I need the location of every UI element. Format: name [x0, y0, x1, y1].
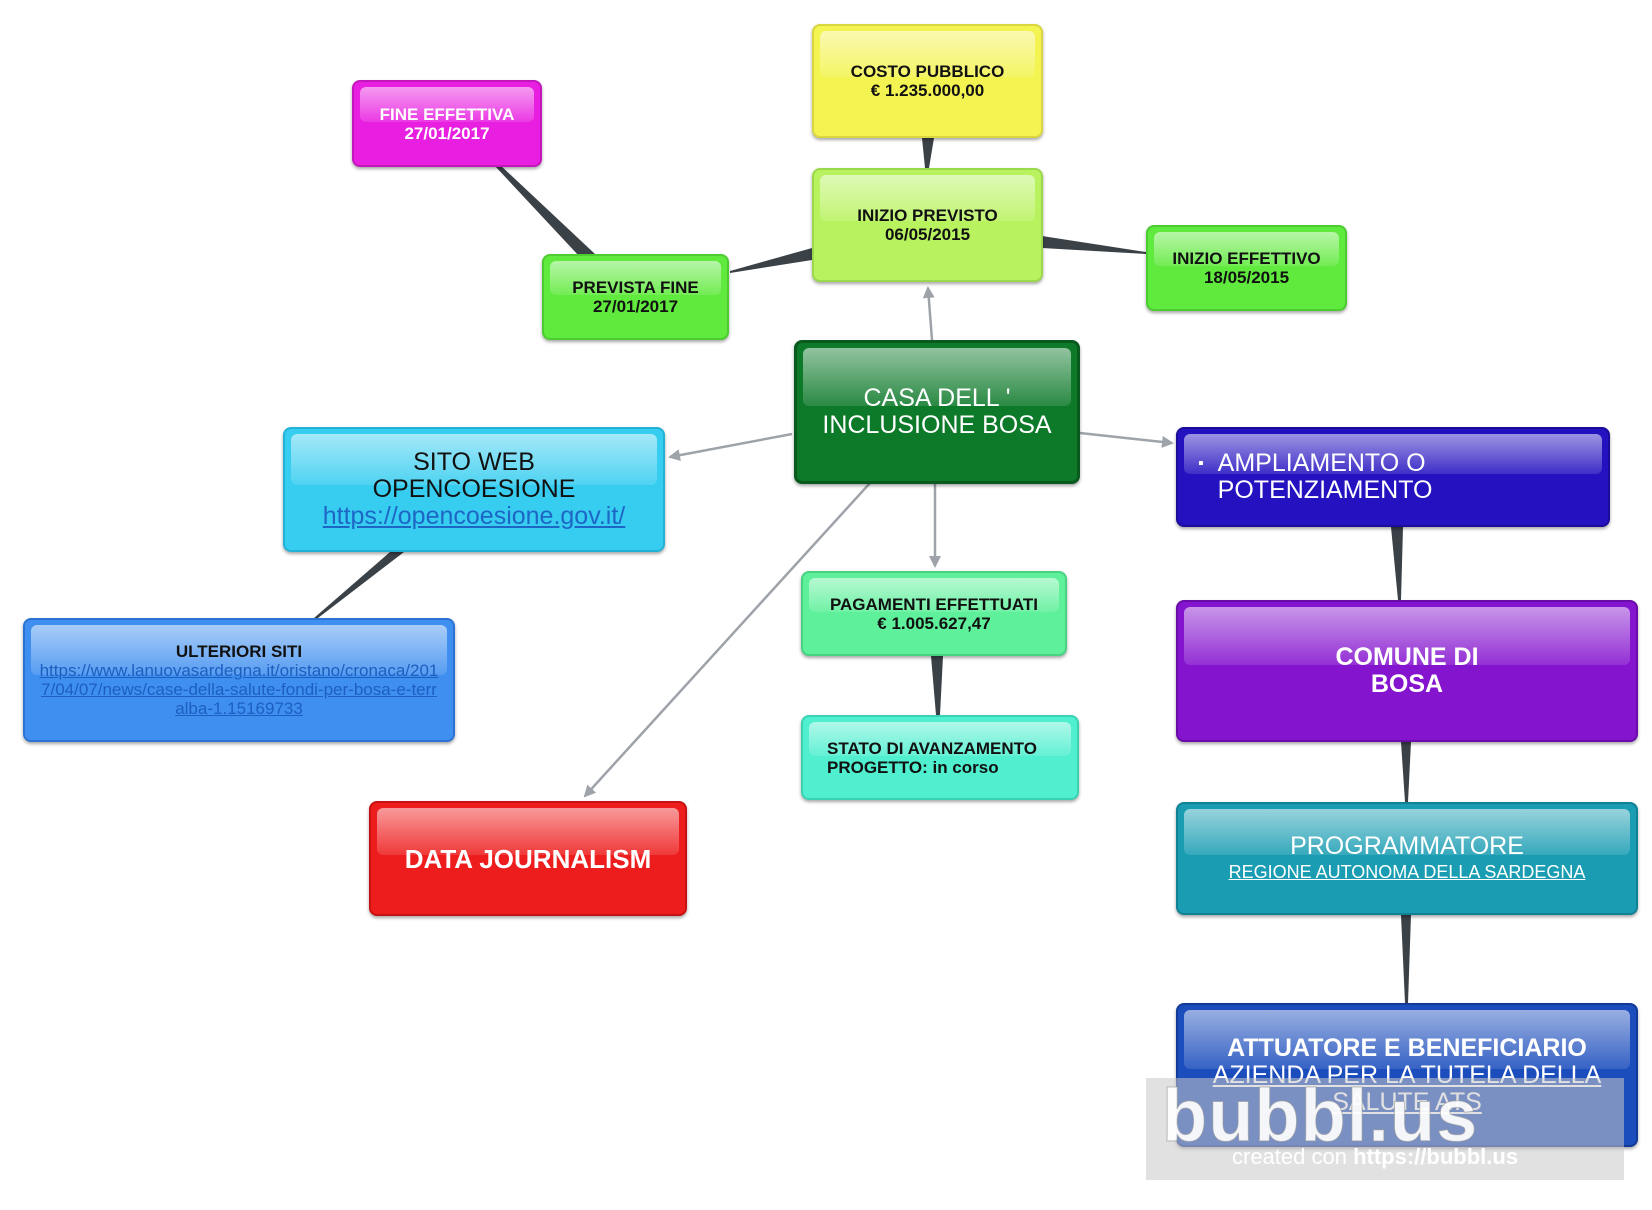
node-data-journalism[interactable]: DATA JOURNALISM — [369, 801, 687, 916]
node-inizio-previsto[interactable]: INIZIO PREVISTO 06/05/2015 — [812, 168, 1043, 282]
center-line2: INCLUSIONE BOSA — [822, 411, 1052, 439]
inizio-previsto-date: 06/05/2015 — [884, 225, 971, 244]
data-journalism-label: DATA JOURNALISM — [404, 843, 652, 874]
arrow-to-inizio-previsto — [922, 286, 935, 341]
fine-effettiva-label: FINE EFFETTIVA — [379, 104, 515, 124]
fine-effettiva-date: 27/01/2017 — [404, 123, 490, 143]
arrow-to-ampliamento — [1079, 431, 1174, 448]
node-pagamenti-effettuati[interactable]: PAGAMENTI EFFETTUATI € 1.005.627,47 — [801, 571, 1067, 656]
ampliamento-line2: POTENZIAMENTO — [1217, 476, 1433, 504]
node-costo-pubblico[interactable]: COSTO PUBBLICO € 1.235.000,00 — [812, 24, 1043, 138]
sito-web-line1: SITO WEB — [413, 448, 535, 476]
caption-prefix: created con — [1232, 1144, 1347, 1169]
caption-url: https://bubbl.us — [1353, 1144, 1519, 1169]
ulteriori-siti-title: ULTERIORI SITI — [175, 642, 303, 661]
pagamenti-value: € 1.005.627,47 — [877, 613, 991, 633]
node-prevista-fine[interactable]: PREVISTA FINE 27/01/2017 — [542, 254, 729, 340]
inizio-previsto-label: INIZIO PREVISTO — [857, 206, 998, 225]
arrow-to-data-journalism — [583, 482, 871, 798]
node-fine-effettiva[interactable]: FINE EFFETTIVA 27/01/2017 — [352, 80, 542, 167]
stato-label: STATO DI AVANZAMENTO — [827, 738, 1037, 758]
connector-sito-ulteriori — [314, 552, 404, 618]
ampliamento-line1: AMPLIAMENTO O — [1217, 449, 1426, 477]
attuatore-title: ATTUATORE E BENEFICIARIO — [1227, 1034, 1587, 1062]
connector-comune-programmatore — [1401, 742, 1411, 802]
connector-ampliamento-comune — [1391, 527, 1403, 600]
node-ampliamento-potenziamento[interactable]: ▪ AMPLIAMENTO O POTENZIAMENTO — [1176, 427, 1610, 527]
connector-prevista-fine-effettiva — [494, 163, 595, 256]
comune-line2: BOSA — [1370, 670, 1444, 698]
comune-line1: COMUNE DI — [1335, 643, 1479, 671]
node-attuatore-beneficiario[interactable]: ATTUATORE E BENEFICIARIO AZIENDA PER LA … — [1176, 1003, 1638, 1147]
costo-value: € 1.235.000,00 — [870, 81, 985, 100]
node-sito-web-opencoesione[interactable]: SITO WEB OPENCOESIONE https://opencoesio… — [283, 427, 665, 552]
center-line1: CASA DELL ' — [863, 384, 1011, 412]
bubblus-caption: created con https://bubbl.us — [1232, 1144, 1518, 1170]
ulteriori-siti-link[interactable]: https://www.lanuovasardegna.it/oristano/… — [39, 661, 439, 718]
connector-inizio-prevista — [730, 248, 812, 273]
costo-label: COSTO PUBBLICO — [850, 62, 1005, 81]
arrow-to-sito-web — [668, 432, 793, 462]
inizio-effettivo-label: INIZIO EFFETTIVO — [1172, 249, 1321, 268]
bullet-marker: ▪ — [1198, 455, 1204, 472]
node-inizio-effettivo[interactable]: INIZIO EFFETTIVO 18/05/2015 — [1146, 225, 1347, 311]
bubblus-logo: bubbl.us — [1161, 1074, 1479, 1158]
node-programmatore[interactable]: PROGRAMMATORE REGIONE AUTONOMA DELLA SAR… — [1176, 802, 1638, 915]
node-comune-di-bosa[interactable]: COMUNE DI BOSA — [1176, 600, 1638, 742]
connector-programmatore-attuatore — [1401, 915, 1411, 1003]
stato-value: PROGETTO: in corso — [827, 757, 999, 777]
opencoesione-link[interactable]: https://opencoesione.gov.it/ — [322, 502, 626, 530]
node-casa-inclusione-bosa[interactable]: CASA DELL ' INCLUSIONE BOSA — [794, 340, 1080, 484]
connector-costo-inizio — [922, 138, 934, 168]
node-stato-avanzamento[interactable]: STATO DI AVANZAMENTO PROGETTO: in corso — [801, 715, 1079, 800]
prevista-fine-label: PREVISTA FINE — [572, 278, 699, 297]
bubblus-watermark[interactable]: bubbl.us created con https://bubbl.us — [1146, 1074, 1624, 1180]
programmatore-title: PROGRAMMATORE — [1290, 832, 1524, 860]
connector-pagamenti-stato — [931, 656, 943, 715]
regione-sardegna-link[interactable]: REGIONE AUTONOMA DELLA SARDEGNA — [1228, 862, 1586, 882]
inizio-effettivo-date: 18/05/2015 — [1203, 268, 1290, 287]
pagamenti-label: PAGAMENTI EFFETTUATI — [829, 594, 1039, 614]
sito-web-line2: OPENCOESIONE — [372, 475, 576, 503]
connector-inizio-effettivo — [1042, 236, 1146, 254]
node-ulteriori-siti[interactable]: ULTERIORI SITI https://www.lanuovasardeg… — [23, 618, 455, 742]
prevista-fine-date: 27/01/2017 — [592, 297, 679, 316]
